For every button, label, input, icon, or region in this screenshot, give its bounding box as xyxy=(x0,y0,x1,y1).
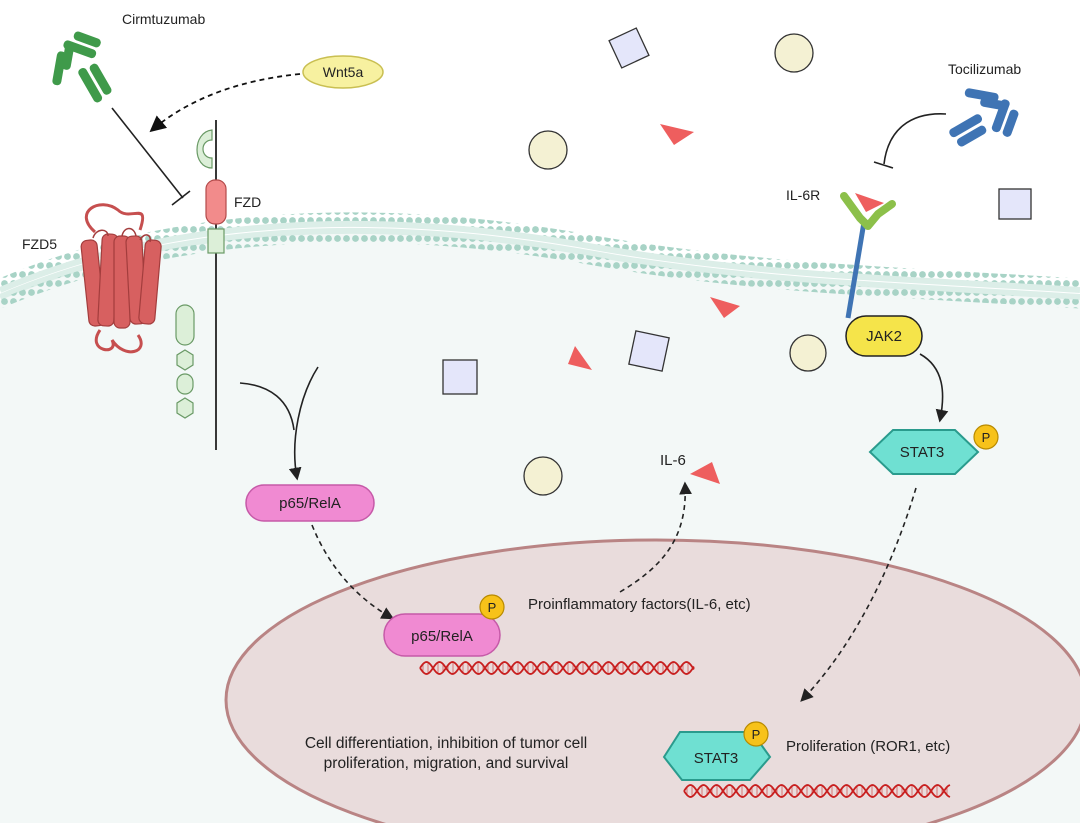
il6-label: IL-6 xyxy=(660,452,686,469)
extracellular-square-2 xyxy=(998,188,1032,220)
jak2-to-stat3-arrow xyxy=(919,353,949,423)
stat3-nucleus-phospho-badge xyxy=(743,721,769,747)
p65-cytoplasm-node xyxy=(245,484,375,522)
cirmtuzumab-label: Cirmtuzumab xyxy=(122,11,205,27)
p65-phospho-label: P xyxy=(488,600,497,615)
nucleus xyxy=(224,538,1080,823)
il6r-label: IL-6R xyxy=(786,187,820,203)
il6-triangle-1 xyxy=(660,124,694,145)
stat3-nucleus-node xyxy=(662,731,772,781)
fzd-label: FZD xyxy=(234,194,261,210)
stat3-cytoplasm-phospho-label: P xyxy=(982,430,991,445)
p65-nucleus-label: p65/RelA xyxy=(411,628,473,645)
tocilizumab-inhibition-bar xyxy=(873,161,894,169)
wnt5a-label: Wnt5a xyxy=(323,64,364,80)
p65-phospho-badge xyxy=(479,594,505,620)
jak2-node xyxy=(845,315,923,357)
fzd5-receptor-icon xyxy=(80,203,162,354)
stat3-translocation-arrow xyxy=(800,487,917,702)
stat3-cytoplasm-label: STAT3 xyxy=(900,444,944,461)
fzd-receptor-icon xyxy=(175,120,227,450)
dna-helix-right xyxy=(683,784,951,798)
stat3-cytoplasm-node xyxy=(868,429,980,475)
il6-triangle-3 xyxy=(568,346,592,370)
p65-translocation-arrow xyxy=(311,524,395,620)
p65-nucleus-node xyxy=(383,613,501,657)
cirmtuzumab-inhibition-bar xyxy=(171,190,191,206)
tocilizumab-label: Tocilizumab xyxy=(948,61,1021,77)
proinflammatory-label: Proinflammatory factors(IL-6, etc) xyxy=(528,596,751,613)
il6-secretion-arrow xyxy=(619,481,692,593)
cell-membrane xyxy=(0,212,1080,309)
fzd5-label: FZD5 xyxy=(22,236,57,252)
stat3-cytoplasm-phospho-badge xyxy=(973,424,999,450)
cirmtuzumab-inhibition-line xyxy=(111,107,184,199)
fzd-to-p65-arrow xyxy=(288,366,319,481)
intracellular-circle-1 xyxy=(789,334,827,372)
proliferation-label: Proliferation (ROR1, etc) xyxy=(786,738,950,755)
dna-helix-left xyxy=(419,661,695,675)
tocilizumab-inhibition-line xyxy=(883,113,947,165)
cirmtuzumab-antibody-icon xyxy=(52,31,112,103)
il6-bound-triangle xyxy=(855,193,884,212)
il6-triangle-4 xyxy=(690,462,720,484)
extracellular-circle-1 xyxy=(774,33,814,73)
wnt5a-arrow xyxy=(149,73,301,133)
fzd-to-p65-arrow-branch xyxy=(239,382,295,431)
stat3-nucleus-phospho-label: P xyxy=(752,727,761,742)
jak2-label: JAK2 xyxy=(866,328,902,345)
intracellular-square-1 xyxy=(628,330,670,372)
outcome-text-line1: Cell differentiation, inhibition of tumo… xyxy=(305,735,587,752)
intracellular-square-2 xyxy=(442,359,478,395)
il6r-receptor-icon xyxy=(840,192,896,319)
intracellular-circle-2 xyxy=(523,456,563,496)
wnt5a-ligand xyxy=(302,55,384,89)
stat3-nucleus-label: STAT3 xyxy=(694,750,738,767)
tocilizumab-antibody-icon xyxy=(949,88,1019,147)
extracellular-square-1 xyxy=(608,27,650,69)
outcome-text-line2: proliferation, migration, and survival xyxy=(324,755,569,772)
p65-cytoplasm-label: p65/RelA xyxy=(279,495,341,512)
il6-triangle-2 xyxy=(710,297,740,318)
extracellular-circle-2 xyxy=(528,130,568,170)
